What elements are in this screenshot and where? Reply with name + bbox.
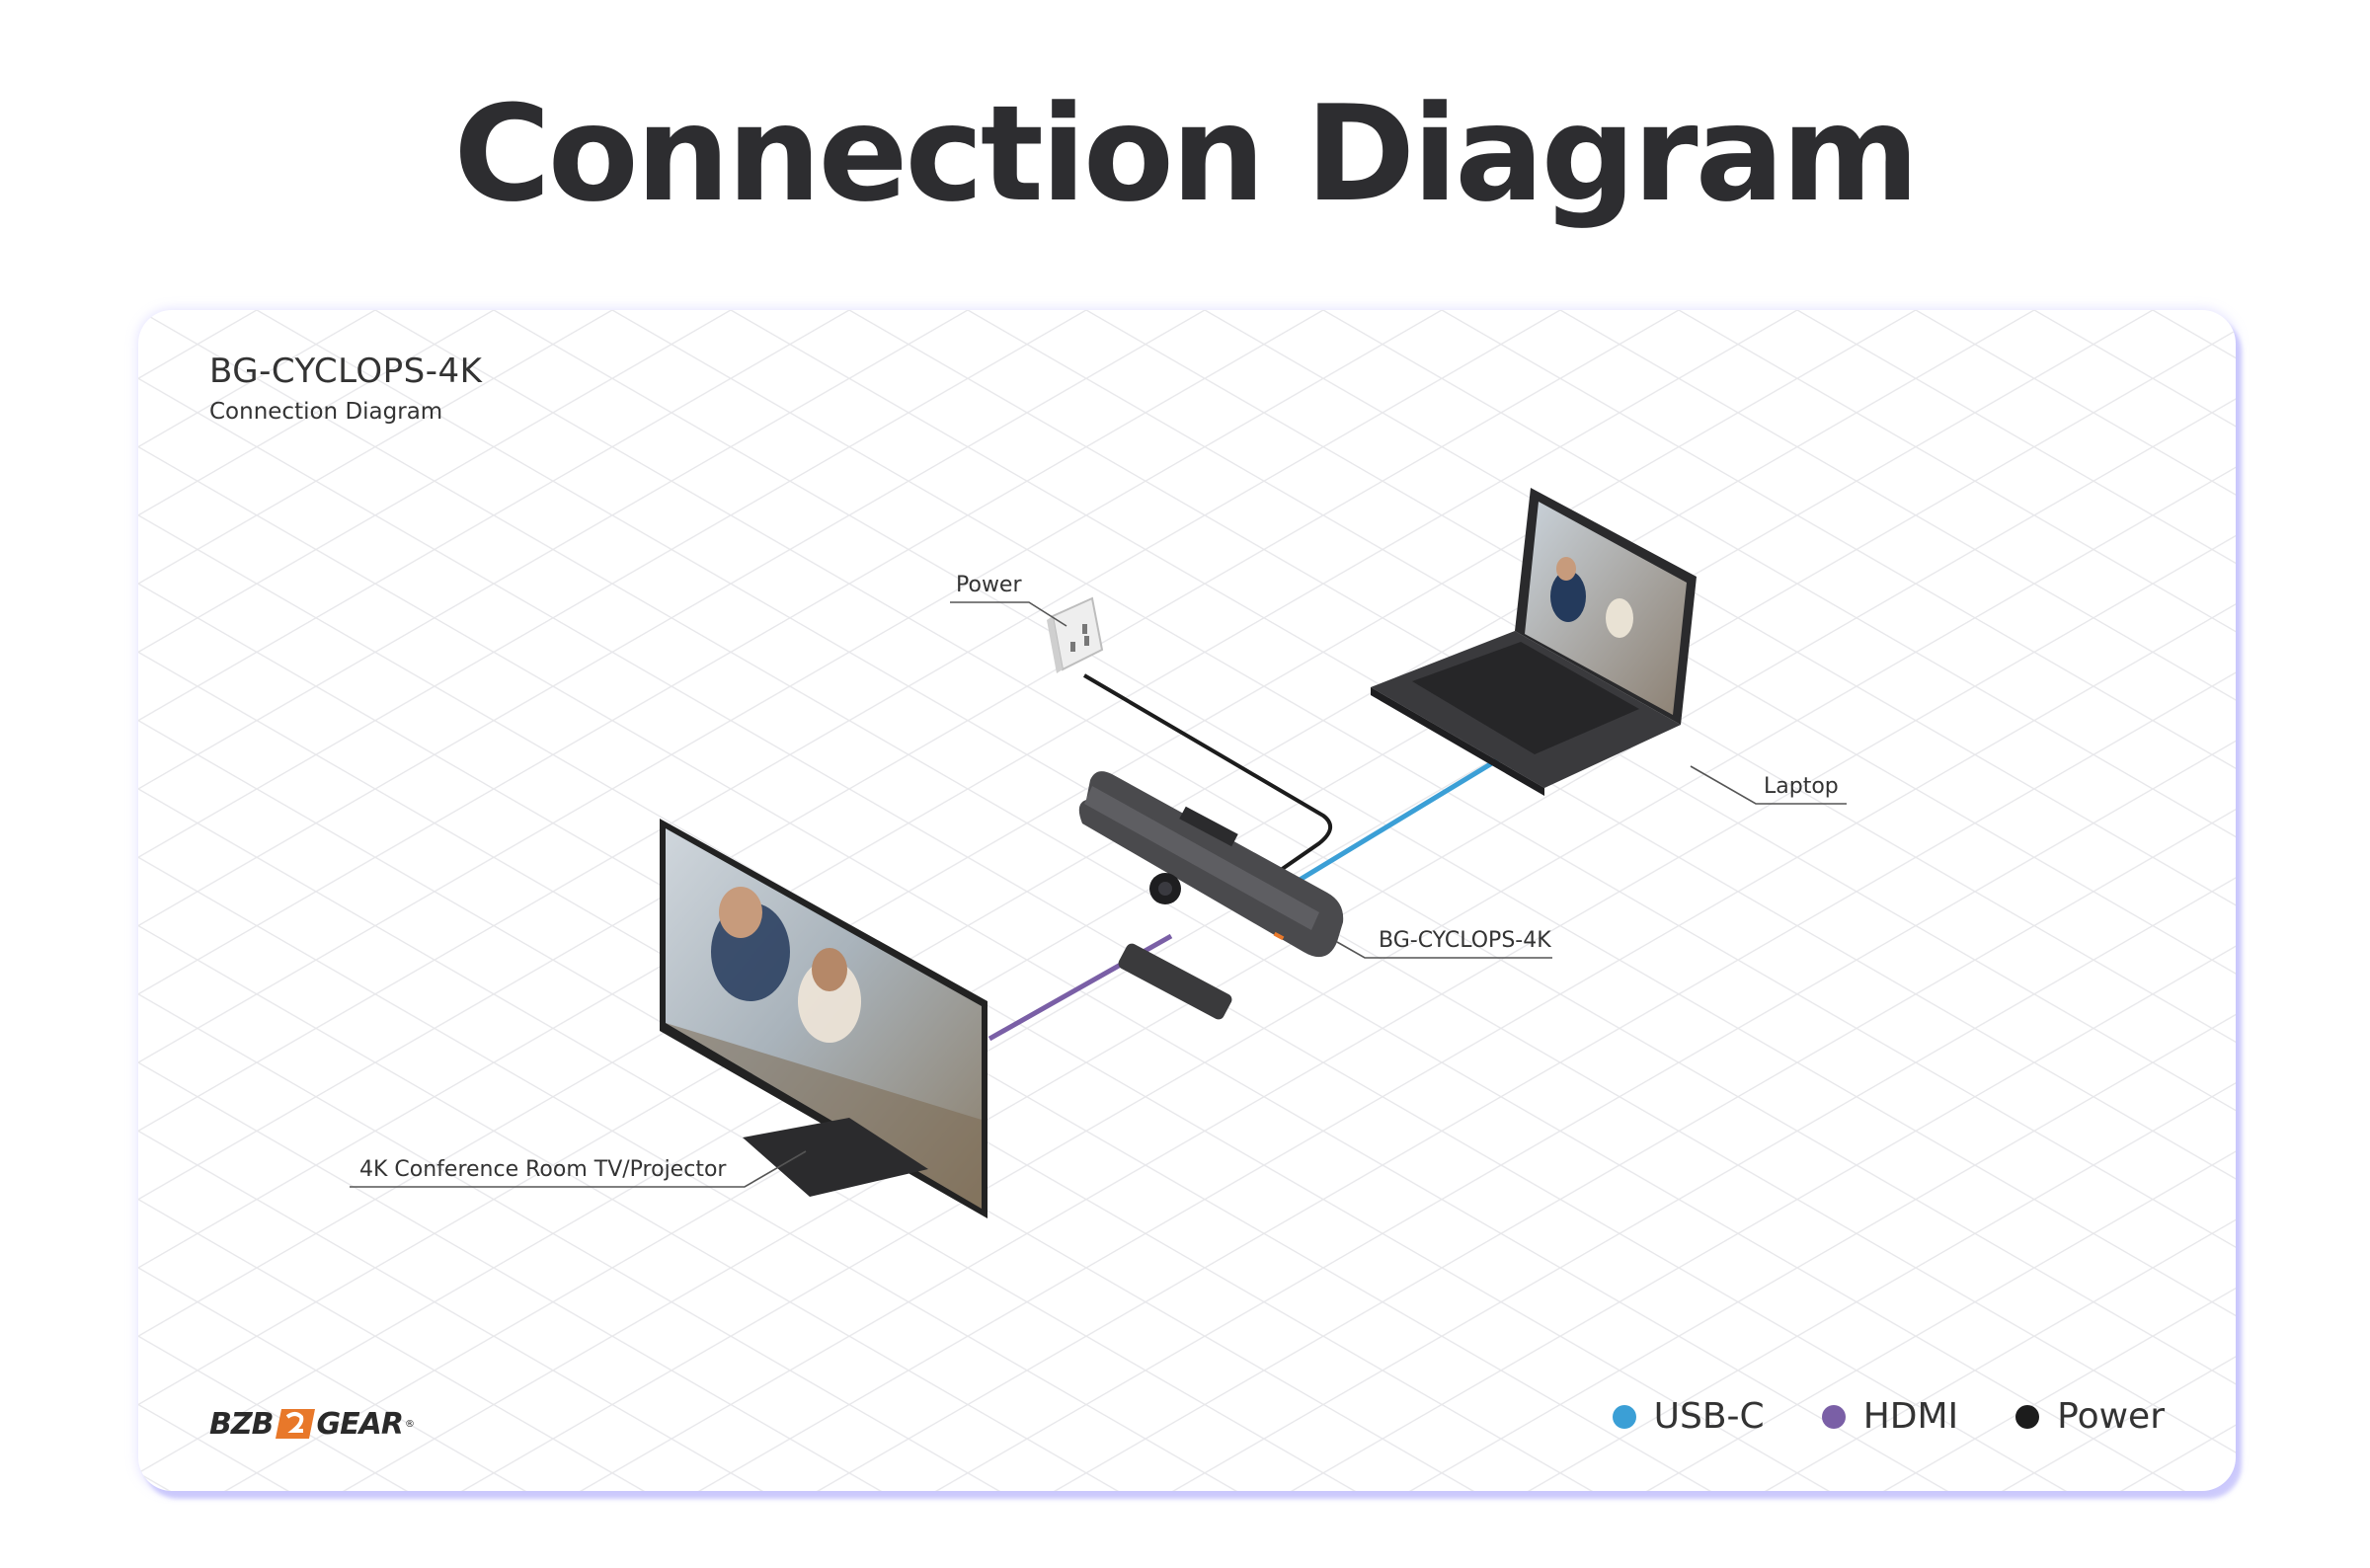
wall-outlet	[1047, 596, 1104, 673]
legend-label: USB-C	[1653, 1396, 1765, 1437]
brand-logo: BZB GEAR ®	[209, 1402, 415, 1446]
laptop-callout-line	[1690, 765, 1847, 805]
legend: USB-C HDMI Power	[1612, 1396, 2165, 1437]
card-title: BG-CYCLOPS-4K	[209, 352, 483, 391]
legend-item-usb-c: USB-C	[1612, 1396, 1765, 1437]
laptop-callout: Laptop	[1764, 774, 1839, 799]
power-callout: Power	[956, 573, 1022, 597]
legend-dot-hdmi	[1821, 1404, 1846, 1429]
legend-label: Power	[2057, 1396, 2165, 1437]
brand-mark-icon	[275, 1407, 315, 1441]
power-cable	[1082, 673, 1332, 899]
diagram-card: BG-CYCLOPS-4K Connection Diagram Power L…	[138, 310, 2236, 1491]
device-callout: BG-CYCLOPS-4K	[1379, 928, 1551, 953]
legend-item-hdmi: HDMI	[1821, 1396, 1959, 1437]
page-title: Connection Diagram	[453, 77, 1919, 231]
power-callout-line	[950, 601, 1067, 627]
diagram-scene	[138, 310, 2236, 1491]
laptop	[1371, 488, 1697, 796]
legend-label: HDMI	[1862, 1396, 1959, 1437]
conference-tv	[660, 819, 988, 1218]
tv-callout: 4K Conference Room TV/Projector	[359, 1157, 727, 1182]
device-callout-line	[1336, 941, 1552, 959]
cyclops-device	[1078, 771, 1344, 1020]
isometric-grid	[138, 310, 2236, 1491]
card-subtitle: Connection Diagram	[209, 399, 443, 425]
legend-item-power: Power	[2015, 1396, 2165, 1437]
brand-left: BZB	[209, 1406, 274, 1442]
brand-registered: ®	[404, 1418, 415, 1430]
brand-right: GEAR	[316, 1406, 404, 1442]
legend-dot-usb-c	[1612, 1404, 1636, 1429]
tv-callout-line	[350, 1150, 807, 1188]
legend-dot-power	[2015, 1404, 2040, 1429]
